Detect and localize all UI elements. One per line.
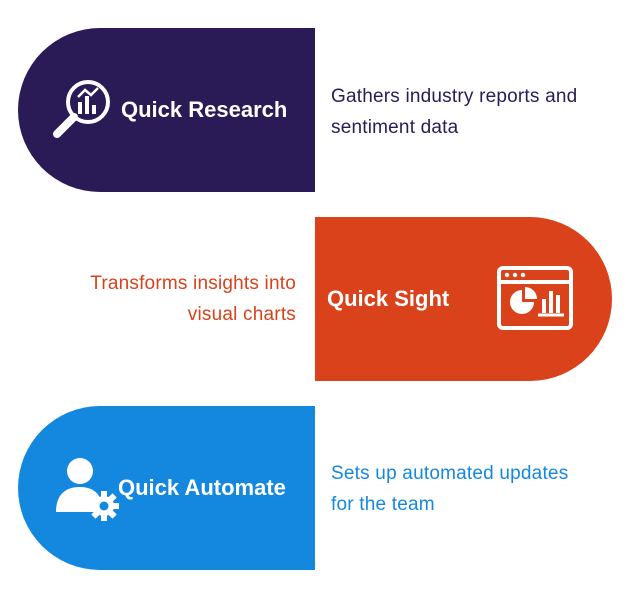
quick-automate-pill: Quick Automate <box>18 406 315 570</box>
description-line: sentiment data <box>331 117 459 138</box>
quick-research-title: Quick Research <box>121 97 288 122</box>
magnifier-chart-icon <box>53 80 110 138</box>
description-line: visual charts <box>187 304 296 325</box>
user-gear-icon <box>56 458 119 521</box>
quick-sight-description: Transforms insights into visual charts <box>90 268 296 330</box>
quick-research-pill: Quick Research <box>18 28 315 192</box>
description-line: Sets up automated updates <box>331 463 569 484</box>
quick-automate-description: Sets up automated updates for the team <box>331 458 568 520</box>
description-line: Gathers industry reports and <box>331 86 578 107</box>
description-line: for the team <box>331 494 435 515</box>
quick-research-description: Gathers industry reports and sentiment d… <box>331 81 577 143</box>
quick-automate-title: Quick Automate <box>118 475 286 500</box>
dashboard-window-icon <box>497 266 573 330</box>
quick-sight-title: Quick Sight <box>327 286 450 311</box>
description-line: Transforms insights into <box>90 273 296 294</box>
quick-sight-pill: Quick Sight <box>315 217 612 381</box>
